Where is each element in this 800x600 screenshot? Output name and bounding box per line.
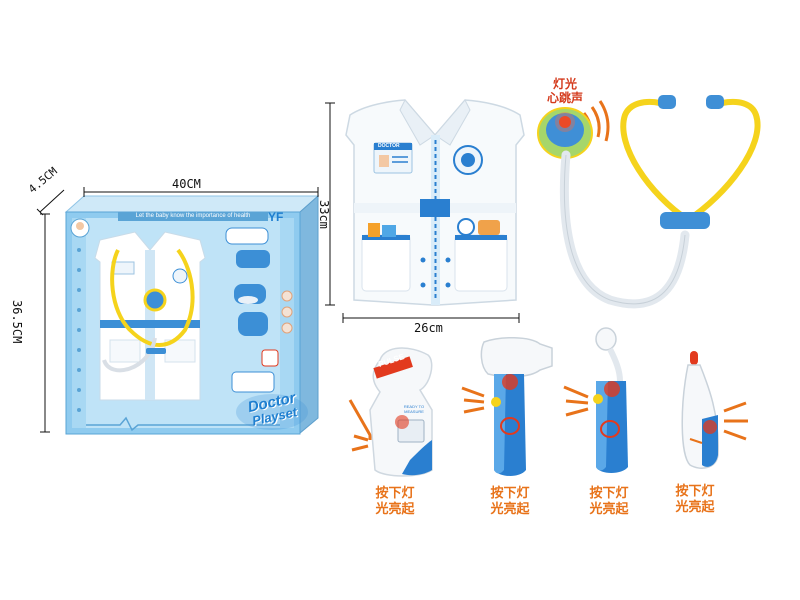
pulse-caption-line1: 按下灯 [375,486,415,501]
box-width-label: 40CM [172,177,201,191]
otoscope-caption-line1: 按下灯 [490,486,530,501]
thermometer-caption: 按下灯 光亮起 [660,484,730,516]
box-brand: YF [268,210,284,224]
tool-dental-mirror: 按下灯 光亮起 [560,325,660,530]
mirror-caption-line1: 按下灯 [589,486,629,501]
otoscope-caption: 按下灯 光亮起 [475,486,545,518]
vest-width-label: 26cm [414,321,443,335]
pulse-caption: 按下灯 光亮起 [360,486,430,518]
vest-badge-text: DOCTOR [378,143,400,149]
mirror-caption: 按下灯 光亮起 [574,486,644,518]
stethoscope: 灯光 心跳声 [530,77,800,315]
callout-line2: 心跳声 [546,91,583,105]
otoscope-caption-line2: 光亮起 [490,502,530,517]
box-height-label: 36.5CM [10,300,24,344]
thermometer-caption-line1: 按下灯 [675,484,715,499]
doctor-vest: DOCTOR [340,95,530,310]
box-tagline: Let the baby know the importance of heal… [118,212,268,221]
product-box: Let the baby know the importance of heal… [0,0,330,440]
pulse-subtext: READY TO MEASURE [403,404,425,414]
stethoscope-callout: 灯光 心跳声 [530,77,600,105]
tool-thermometer: 按下灯 光亮起 [660,345,760,530]
vest-height-label: 33cm [317,200,331,229]
thermometer-caption-line2: 光亮起 [675,500,715,515]
tool-otoscope: 按下灯 光亮起 [460,330,560,530]
callout-line1: 灯光 [552,77,577,91]
mirror-caption-line2: 光亮起 [589,502,629,517]
tool-pulse-meter: PULSE READY TO MEASURE 按下灯 光亮起 [340,340,450,530]
pulse-caption-line2: 光亮起 [375,502,415,517]
